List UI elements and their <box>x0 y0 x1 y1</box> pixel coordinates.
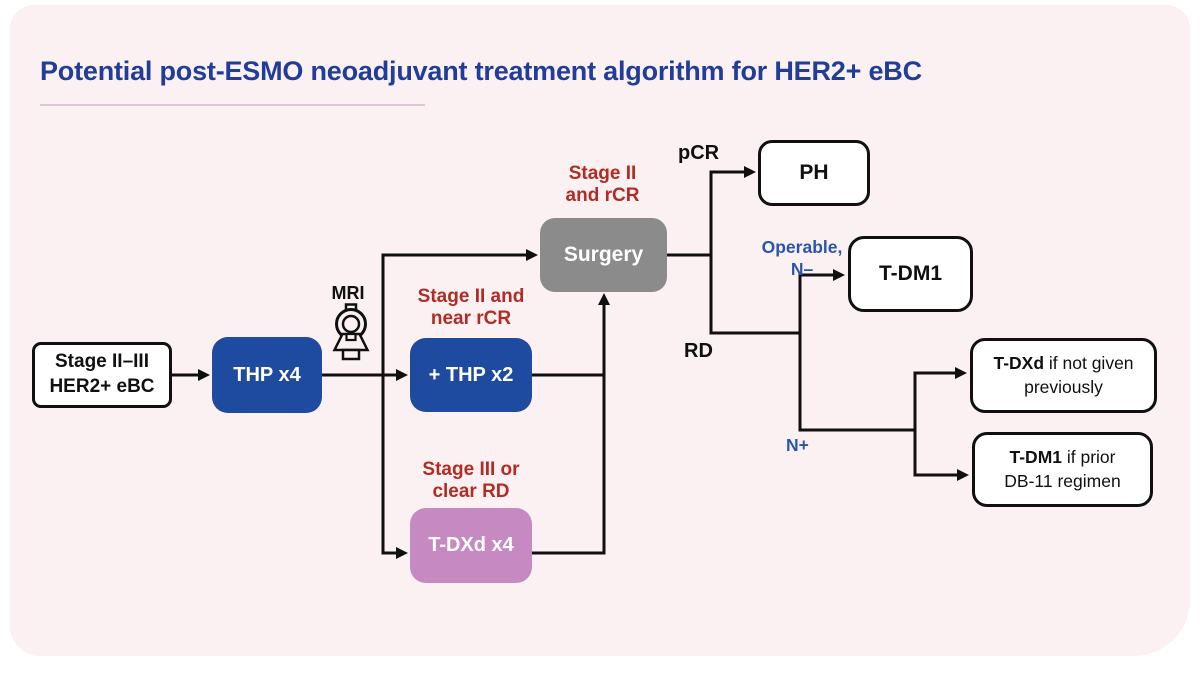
node-tdm1-if-prior-db11: T-DM1 if prior DB-11 regimen <box>972 432 1153 507</box>
label-n-plus: N+ <box>786 435 809 455</box>
tdxd-if-line-1: T-DXd if not given <box>993 352 1134 373</box>
node-tdxd-x4: T-DXd x4 <box>410 508 532 583</box>
slide-card <box>10 5 1190 656</box>
label-stage-ii-and-near-rcr: Stage II and near rCR <box>417 286 525 330</box>
node-thp-x4: THP x4 <box>212 337 322 413</box>
node-tdxd-if-not-given: T-DXd if not given previously <box>970 338 1157 413</box>
tdm1-if-line-1: T-DM1 if prior <box>1009 446 1116 467</box>
start-line-1: Stage II–III <box>55 351 149 373</box>
label-operable-n-neg: Operable, N– <box>761 237 843 279</box>
start-line-2: HER2+ eBC <box>49 376 155 397</box>
node-plus-thp-x2: + THP x2 <box>410 338 532 412</box>
mri-label: MRI <box>331 283 365 303</box>
label-rd: RD <box>684 340 713 362</box>
label-stage-ii-and-rcr: Stage II and rCR <box>565 163 640 207</box>
tdm1-if-line-2: DB-11 regimen <box>1004 470 1121 491</box>
node-stage-ii-iii-her2-ebc: Stage II–III HER2+ eBC <box>32 342 172 408</box>
node-tdm1: T-DM1 <box>848 236 973 312</box>
title-underline <box>40 104 425 106</box>
page-title: Potential post-ESMO neoadjuvant treatmen… <box>40 56 922 86</box>
node-surgery: Surgery <box>540 218 667 292</box>
tdxd-if-line-2: previously <box>1024 376 1103 397</box>
label-stage-iii-or-clear-rd: Stage III or clear RD <box>422 459 520 503</box>
node-ph: PH <box>758 140 870 206</box>
mri-scanner-icon <box>332 303 370 361</box>
label-pcr: pCR <box>678 142 720 164</box>
